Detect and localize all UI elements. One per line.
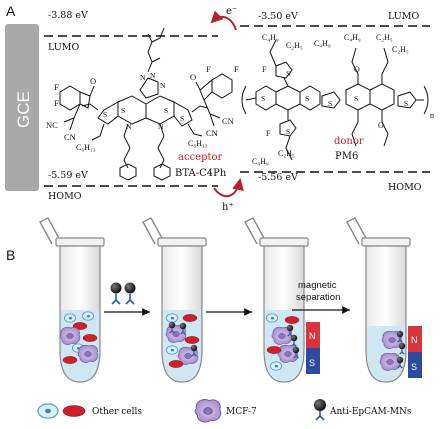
don-s6: S [354,94,358,103]
acceptor-name: BTA-C4Ph [175,168,227,179]
acc-cn1: CN [64,132,76,142]
magnet-1-n: N [309,331,316,341]
donor-role: donor [334,136,364,147]
don-o1: O [354,65,360,74]
right-homo-value: -5.56 eV [258,172,298,183]
acc-n4: N [126,122,132,131]
left-homo-label: HOMO [48,191,82,202]
don-o2: O [378,121,384,130]
step-label-line1: magnetic [298,280,337,291]
electrode-label: GCE [14,91,33,128]
don-c4h9-a: C₄H₉ [262,33,279,42]
don-s3: S [305,94,309,103]
right-homo-label: HOMO [388,182,422,193]
don-s2: S [261,94,265,103]
acc-s1: S [103,110,107,119]
panel-a-label: A [6,3,16,19]
acceptor-structure [59,27,233,181]
acc-c6h13-right: C₆H₁₃ [188,139,208,148]
acc-n2: N [150,71,156,80]
magnet-2: N S [408,326,422,378]
electron-label: e⁻ [226,6,237,17]
legend-mcf7-icon [194,399,222,423]
acc-cn2: CN [222,116,234,126]
magnet-2-s: S [411,362,417,372]
acceptor-atom-labels: F F O NC CN S S S S N N N N N C₆H₁₃ C₆H₁… [46,64,239,152]
legend-anti-epcam: Anti-EpCAM-MNs [329,407,412,417]
left-homo-value: -5.59 eV [48,170,88,181]
acc-o1: O [90,76,96,86]
added-mns-beads [110,282,136,305]
don-c2h5-d: C₂H₅ [278,149,295,158]
acceptor-role: acceptor [178,152,223,163]
right-lumo-value: -3.50 eV [258,11,298,22]
don-c4h9-d: C₄H₉ [252,157,269,166]
tube-4 [346,217,411,383]
acc-n1: N [140,73,146,82]
tube-3 [244,217,309,383]
gce-electrode [5,24,39,191]
legend-other-cells: Other cells [92,407,142,417]
tube-1 [39,217,105,383]
left-lumo-label: LUMO [48,42,80,53]
don-subscript-n: n [430,111,434,120]
acc-cn3: CN [206,128,218,138]
don-s4: S [328,99,332,108]
tube-2 [142,217,207,383]
acc-f1: F [54,82,59,92]
acc-s3: S [164,106,168,115]
legend-antibody-bead-icon [314,399,326,421]
electron-transfer-arrow [210,10,237,31]
acc-nc: NC [46,120,58,130]
magnet-1: N S [306,322,320,374]
donor-name: PM6 [335,151,358,162]
acc-f2: F [54,98,59,108]
don-c4h9-c: C₄H₉ [344,33,361,42]
step-label-line2: separation [296,292,340,303]
don-s5: S [286,127,290,136]
don-s1: S [286,69,290,78]
acc-f4: F [234,64,239,74]
don-c2h5-a: C₂H₅ [286,41,303,50]
acc-n3: N [160,81,166,90]
donor-structure [241,39,429,161]
acc-s4: S [180,114,184,123]
legend-red-cell-icon [62,405,86,417]
don-c2h5-c: C₂H₅ [392,45,409,54]
left-lumo-value: -3.88 eV [48,10,88,21]
don-s7: S [404,99,408,108]
legend: Other cells MCF-7 Anti-EpCAM-MNs [37,399,412,423]
don-f1: F [262,65,267,74]
magnet-1-s: S [309,358,315,368]
hole-label: h⁺ [222,202,234,213]
acc-n5: N [158,122,164,131]
acc-f3: F [206,64,211,74]
acc-s2: S [121,106,125,115]
acc-o2: O [190,72,196,82]
panel-b-label: B [6,247,15,263]
right-lumo-label: LUMO [388,11,420,22]
don-c2h5-b: C₂H₅ [376,33,393,42]
don-f2: F [266,129,271,138]
hole-transfer-arrow [213,178,244,198]
donor-atom-labels: C₄H₉ C₂H₅ F S S S S S F C₄H₉ C₂H₅ C₄H₉ C… [252,33,434,166]
don-c4h9-b: C₄H₉ [314,39,331,48]
magnet-2-n: N [411,335,418,345]
legend-mcf7: MCF-7 [226,407,257,417]
acc-c6h13-left: C₆H₁₃ [76,143,96,152]
